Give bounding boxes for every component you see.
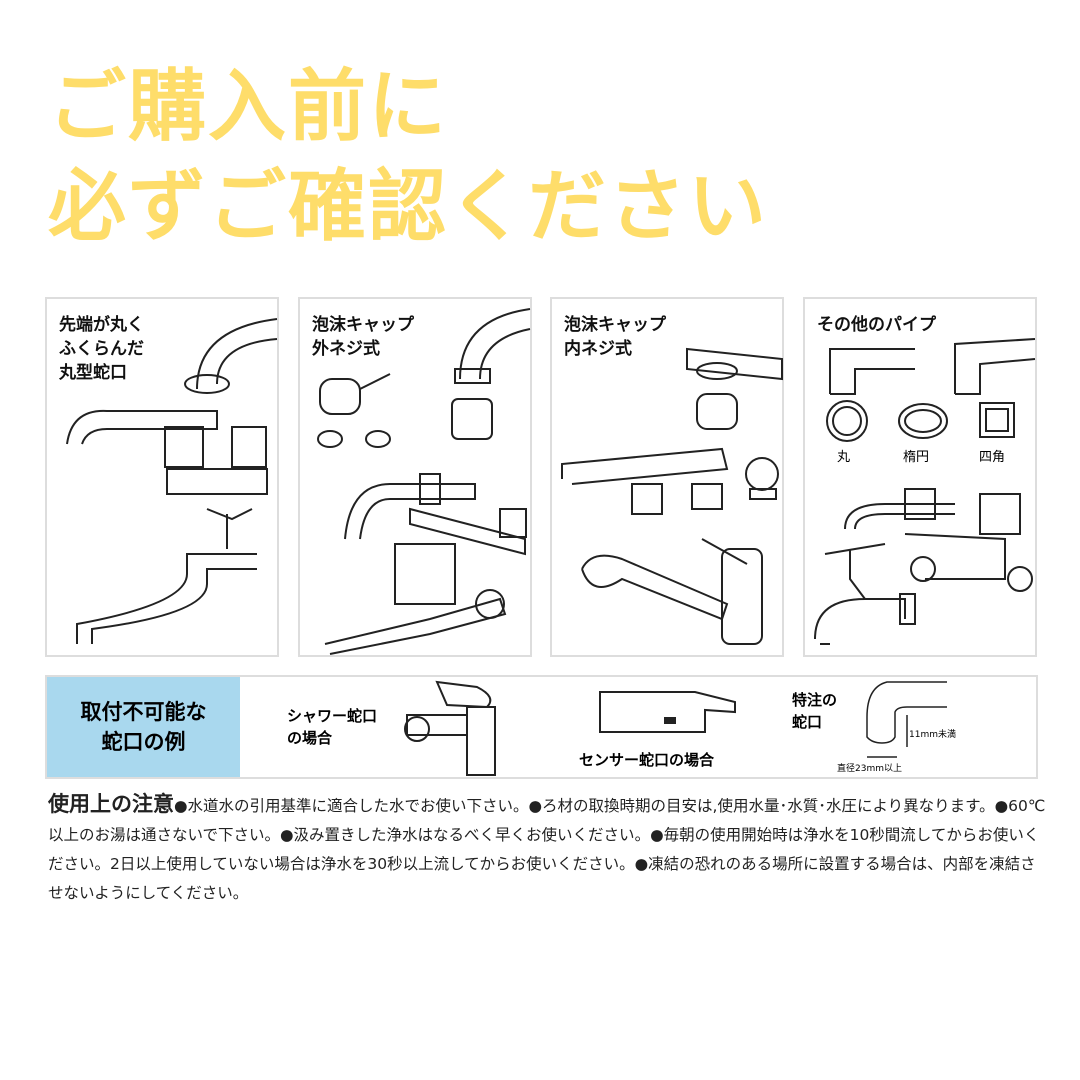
incompatible-faucets: 取付不可能な 蛇口の例 シャワー蛇口 の場合 センサー蛇口の場合 特注の 蛇口 …	[45, 675, 1038, 779]
shape-label-square: 四角	[979, 450, 1006, 465]
notice-heading: 使用上の注意	[48, 792, 174, 816]
shape-label-oval: 楕円	[903, 450, 930, 465]
panel-round-faucet: 先端が丸く ふくらんだ 丸型蛇口	[45, 297, 279, 657]
other-pipes-illustration	[814, 338, 1036, 645]
internal-thread-faucet-illustration	[561, 347, 783, 645]
panel-label: 先端が丸く ふくらんだ 丸型蛇口	[59, 315, 144, 383]
round-faucet-illustration	[66, 318, 278, 644]
dim-height-label: 11mm未満	[909, 730, 956, 740]
special-faucet-label: 特注の 蛇口	[792, 691, 838, 731]
panel-label: 泡沫キャップ 内ネジ式	[564, 315, 666, 359]
panel-internal-thread-cap: 泡沫キャップ 内ネジ式	[550, 297, 784, 657]
panel-label: 泡沫キャップ 外ネジ式	[312, 315, 414, 359]
panel-other-pipes: その他のパイプ 丸 楕円 四角	[803, 297, 1037, 657]
dim-width-label: 直径23mm以上	[837, 764, 902, 774]
sensor-faucet-label: センサー蛇口の場合	[579, 751, 715, 769]
shape-label-round: 丸	[837, 450, 851, 465]
sensor-faucet-illustration	[599, 691, 736, 733]
incompatible-heading: 取付不可能な 蛇口の例	[47, 677, 240, 777]
notice-text: ●水道水の引用基準に適合した水でお使い下さい。●ろ材の取換時期の目安は,使用水量…	[48, 797, 1046, 902]
title-line-2: 必ずご確認ください	[48, 162, 769, 252]
external-thread-faucet-illustration	[317, 308, 531, 655]
usage-notice: 使用上の注意●水道水の引用基準に適合した水でお使い下さい。●ろ材の取換時期の目安…	[48, 790, 1048, 908]
panel-label: その他のパイプ	[817, 315, 936, 335]
shower-faucet-label: シャワー蛇口 の場合	[287, 707, 378, 747]
panel-external-thread-cap: 泡沫キャップ 外ネジ式	[298, 297, 532, 657]
title-line-1: ご購入前に	[48, 62, 449, 152]
special-faucet-illustration	[866, 681, 947, 758]
shower-faucet-illustration	[404, 680, 496, 776]
